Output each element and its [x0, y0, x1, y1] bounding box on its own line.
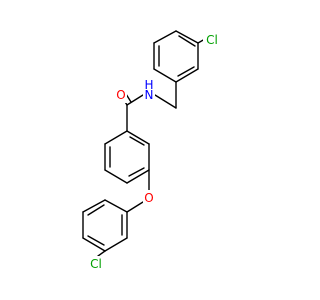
bond-line: [178, 35, 196, 47]
chlorine-atom-bottom: Cl: [87, 256, 105, 272]
bond-line: [154, 94, 177, 109]
amide-nitrogen: H N: [143, 78, 155, 102]
bond-line: [87, 204, 105, 216]
bond-line: [104, 130, 128, 145]
bond-line: [82, 199, 106, 213]
bond-line: [153, 68, 177, 83]
ether-oxygen: O: [143, 190, 155, 206]
bond-line: [129, 136, 145, 146]
bond-line: [126, 201, 144, 213]
atom-labels: Cl H N O O Cl: [87, 32, 221, 272]
bond-line: [104, 169, 128, 184]
bond-lines: [82, 30, 206, 257]
bond-line: [126, 130, 150, 145]
bond-line: [128, 167, 145, 177]
bond-line: [97, 250, 106, 257]
chlorine-label-top: Cl: [206, 33, 218, 47]
chlorine-label-bottom: Cl: [90, 257, 102, 271]
bond-line: [175, 30, 199, 44]
bond-line: [177, 66, 195, 77]
chlorine-atom-top: Cl: [203, 32, 221, 48]
nh-hydrogen-label: H: [144, 78, 153, 92]
bond-line: [126, 94, 144, 106]
nitrogen-label: N: [145, 88, 154, 102]
bond-line: [104, 199, 128, 213]
bond-line: [87, 235, 105, 246]
carbonyl-oxygen-label: O: [116, 88, 125, 102]
chemical-structure-diagram: Cl H N O O Cl: [82, 30, 221, 272]
carbonyl-oxygen: O: [115, 87, 127, 103]
bond-line: [175, 68, 199, 83]
bond-line: [153, 30, 177, 44]
bond-line: [104, 237, 128, 252]
bond-line: [126, 169, 150, 184]
bond-line: [82, 237, 106, 252]
ether-oxygen-label: O: [144, 191, 153, 205]
